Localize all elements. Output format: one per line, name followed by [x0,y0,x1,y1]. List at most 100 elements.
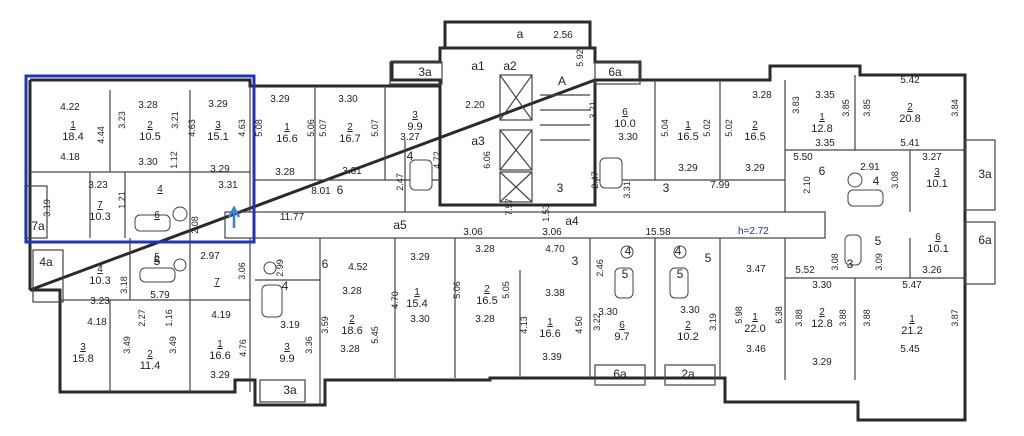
label-p4c: 4 [282,279,289,293]
label-p6a: 6 [337,183,344,197]
room-area-l7: 10.3 [89,211,110,223]
label-p4a: 4 [407,149,414,163]
dim-d227: 2.27 [137,309,147,327]
room-number-l7: 7 [97,200,103,211]
room-number-c3: 3 [284,342,290,353]
room-number-l1: 1 [70,120,76,131]
dim-d542: 5.42 [900,75,920,86]
dim-d291: 2.91 [860,162,880,173]
dim-d385a: 3.85 [841,99,851,117]
dim-d476: 4.76 [238,339,248,357]
dim-d545a: 5.45 [370,326,380,344]
room-area-d2b: 10.2 [677,331,698,343]
dim-d550: 5.50 [793,152,813,163]
dim-d349b: 3.49 [168,336,178,354]
dim-d328b: 3.28 [275,167,295,178]
room-area-b1: 16.6 [209,350,230,362]
dim-d112: 1.12 [169,151,179,169]
dim-d319b: 3.19 [280,320,300,331]
room-number-c2: 2 [349,314,355,325]
room-number-b7: 7 [214,277,220,288]
room-number-r6: 6 [622,107,628,118]
dim-d331b: 3.31 [342,166,362,177]
room-number-f1: 1 [752,312,758,323]
dim-d598: 5.98 [734,306,744,324]
zone-a1: а1 [471,59,485,73]
dim-d326: 3.26 [922,265,942,276]
dim-d385b: 3.85 [862,99,872,117]
dim-d247a: 2.47 [395,173,405,191]
zone-b7a: 7а [31,219,45,233]
dim-d328e: 3.28 [340,344,360,355]
dim-d116: 1.16 [164,309,174,327]
label-p6c: 6 [322,257,329,271]
room-number-b5: 5 [154,252,160,263]
walls [24,20,996,422]
dim-d470b: 4.70 [545,244,565,255]
dim-d330c: 3.30 [618,132,638,143]
label-p3b: 3 [572,254,579,268]
dim-d338: 3.38 [545,288,565,299]
dim-d330g: 3.30 [812,280,832,291]
dim-d413: 4.13 [519,316,529,334]
dim-d418b: 4.18 [87,317,107,328]
dim-d318: 3.18 [119,276,129,294]
room-area-b3: 15.8 [72,353,93,365]
dim-d418: 4.18 [60,152,80,163]
dim-d328c: 3.28 [752,90,772,101]
dim-d327: 3.27 [400,132,420,143]
dim-d328a: 3.28 [138,100,158,111]
room-number-l3: 3 [215,120,221,131]
room-area-l2: 10.5 [139,131,160,143]
dim-d388a: 3.88 [794,309,804,327]
room-area-c2: 18.6 [341,325,362,337]
room-number-r1: 1 [685,120,691,131]
room-area-b4: 10.3 [89,275,110,287]
dim-d331a: 3.31 [218,180,238,191]
dim-d463b: 4.63 [237,119,247,137]
dim-d329h: 3.29 [812,357,832,368]
dim-d502b: 5.02 [724,119,734,137]
room-number-l6: 6 [154,210,160,221]
dim-d328g: 3.28 [475,314,495,325]
room-number-e1: 1 [819,112,825,123]
dim-d346: 3.46 [746,344,766,355]
dim-d799: 7.99 [710,180,730,191]
label-p5e: 5 [677,267,684,281]
label-p4e: 4 [675,244,682,258]
dim-d308a: 3.08 [890,171,900,189]
fixtures [134,157,884,318]
dim-d329c: 3.29 [270,94,290,105]
dim-d323a: 3.23 [117,111,127,129]
dim-d507b: 5.07 [370,119,380,137]
room-area-l3: 15.1 [207,131,228,143]
dim-d331c: 3.31 [622,181,632,199]
zone-a2: а2 [503,59,517,73]
room-number-e2: 2 [907,102,913,113]
zone-b6a_right: 6а [978,233,992,247]
room-number-a1: 1 [284,122,290,133]
dim-d388b: 3.88 [838,309,848,327]
zone-b3a_top: 3а [418,65,432,79]
label-p3a: 3 [663,181,670,195]
room-area-e2: 20.8 [899,113,920,125]
room-number-d2: 2 [484,284,490,295]
room-number-b3: 3 [80,342,86,353]
dim-d323b: 3.23 [88,180,108,191]
room-number-g1: 1 [909,314,915,325]
dim-d472: 4.72 [432,151,442,169]
label-p5a: 5 [154,254,161,268]
room-number-c1: 1 [414,287,420,298]
zone-a4: а4 [565,214,579,228]
dim-d387: 3.87 [950,309,960,327]
dim-d330d: 3.30 [410,314,430,325]
dim-d470a: 4.70 [390,291,400,309]
room-number-r2: 2 [752,120,758,131]
label-p3d: 3 [557,181,564,195]
dim-d801: 8.01 [311,186,331,197]
dim-d336: 3.36 [304,336,314,354]
dim-d606: 6.06 [482,151,492,169]
